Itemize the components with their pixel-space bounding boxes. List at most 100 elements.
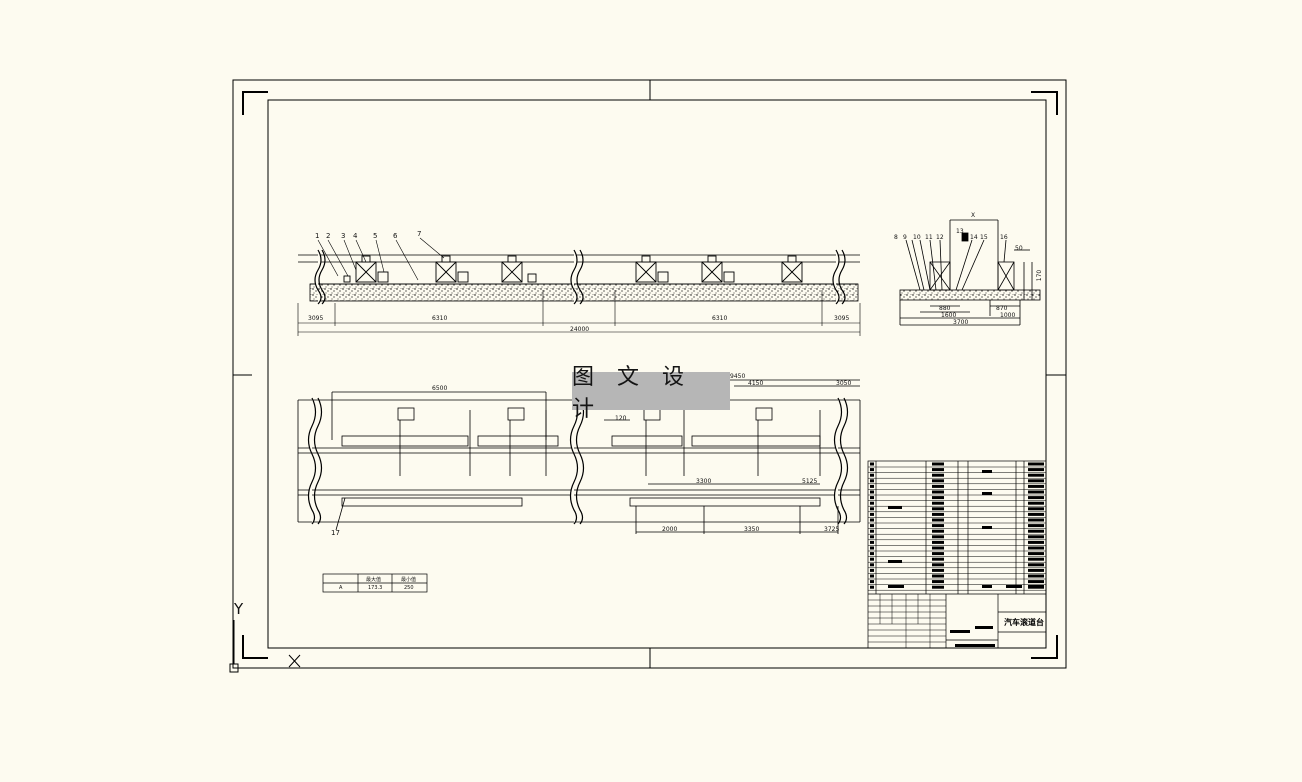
title-block-cell-mark [1028, 501, 1044, 505]
drawing-name: 汽车滚道台 [1004, 618, 1044, 627]
title-block-cell-mark [870, 540, 874, 544]
section-dim-x: X [971, 212, 976, 219]
title-block-cell-mark [932, 574, 944, 578]
title-block-cell-mark [932, 580, 944, 584]
title-block-cell-mark [932, 535, 944, 539]
section-dim-170: 170 [1036, 269, 1044, 282]
title-block-cell-mark [870, 557, 874, 561]
ucs-y-label: Y [234, 600, 244, 618]
title-block-cell-mark [1028, 512, 1044, 516]
title-block-cell-mark [870, 490, 874, 494]
title-block-cell-mark [870, 507, 874, 511]
title-block-cell-mark [1028, 546, 1044, 550]
title-block-cell-mark [932, 557, 944, 561]
title-block-cell-mark [932, 496, 944, 500]
title-block-cell-mark [870, 512, 874, 516]
title-block-cell-mark [870, 529, 874, 533]
small-table-header-min: 最小值 [401, 577, 417, 583]
callout-11: 11 [925, 234, 933, 241]
callout-17: 17 [331, 529, 340, 537]
title-block-cell-mark [932, 501, 944, 505]
title-block-cell-mark [870, 524, 874, 528]
plan-dim-3350: 3350 [744, 526, 760, 533]
title-block-cell-mark [932, 507, 944, 511]
callout-2: 2 [326, 232, 331, 240]
small-table-cell-a: A [339, 585, 343, 591]
plan-dim-3725: 3725 [824, 526, 840, 533]
callout-15: 15 [980, 234, 988, 241]
section-dim-3700: 3700 [953, 319, 969, 326]
title-block-cell-mark [932, 529, 944, 533]
ucs-icon [229, 620, 301, 673]
title-block-cell-mark [870, 501, 874, 505]
title-block-cell-mark [1028, 568, 1044, 572]
title-block-cell-mark [888, 506, 902, 509]
title-block-cell-mark [1006, 585, 1022, 588]
plan-dim-3050: 3050 [836, 380, 852, 387]
title-block-cell-mark [982, 492, 992, 495]
stamp-text: 图 文 设 计 [572, 365, 692, 422]
title-block-cell-mark [955, 644, 995, 647]
title-block-cell-mark [870, 473, 874, 477]
small-table-cell-min: 250 [404, 585, 414, 591]
dim-6310-left: 6310 [432, 315, 448, 322]
plan-view [297, 379, 861, 534]
title-block-marks [870, 462, 1044, 647]
title-block-cell-mark [932, 518, 944, 522]
title-block-cell-mark [870, 574, 874, 578]
title-block-cell-mark [888, 585, 904, 588]
callout-12: 12 [936, 234, 944, 241]
small-table-cell-max: 173.3 [368, 585, 383, 591]
title-block-cell-mark [932, 479, 944, 483]
title-block-cell-mark [982, 526, 992, 529]
callout-5: 5 [373, 232, 378, 240]
title-block-cell-mark [870, 496, 874, 500]
callout-3: 3 [341, 232, 346, 240]
plan-dim-2000: 2000 [662, 526, 678, 533]
title-block-cell-mark [932, 546, 944, 550]
callout-9: 9 [903, 234, 907, 241]
title-block-cell-mark [932, 490, 944, 494]
title-block-cell-mark [1028, 518, 1044, 522]
title-block-cell-mark [870, 580, 874, 584]
title-block-cell-mark [1028, 490, 1044, 494]
title-block-cell-mark [932, 585, 944, 589]
callout-10: 10 [913, 234, 921, 241]
title-block-cell-mark [1028, 462, 1044, 466]
callout-14: 14 [970, 234, 978, 241]
section-dim-1000: 1000 [1000, 312, 1016, 319]
title-block-cell-mark [1028, 552, 1044, 556]
title-block-cell-mark [870, 518, 874, 522]
title-block-cell-mark [1028, 540, 1044, 544]
section-dim-870: 870 [996, 305, 1008, 312]
title-block-cell-mark [1028, 479, 1044, 483]
callout-13: 13 [956, 228, 964, 235]
title-block-cell-mark [950, 630, 970, 633]
title-block-cell-mark [870, 552, 874, 556]
plan-dim-6500: 6500 [432, 385, 448, 392]
section-view [899, 219, 1041, 326]
callout-1: 1 [315, 232, 320, 240]
title-block-cell-mark [1028, 535, 1044, 539]
elevation-rollers [343, 255, 803, 283]
title-block-cell-mark [975, 626, 993, 629]
section-dim-880: 880 [939, 305, 951, 312]
dim-6310-right: 6310 [712, 315, 728, 322]
title-block-cell-mark [870, 546, 874, 550]
title-block-cell-mark [982, 470, 992, 473]
small-table-header-max: 最大值 [366, 577, 382, 583]
title-block-cell-mark [932, 524, 944, 528]
title-block-cell-mark [1028, 496, 1044, 500]
small-table [322, 573, 428, 593]
callout-16: 16 [1000, 234, 1008, 241]
title-block-cell-mark [932, 484, 944, 488]
dim-3095-left: 3095 [308, 315, 324, 322]
plan-dim-4150: 4150 [748, 380, 764, 387]
title-block-cell-mark [870, 568, 874, 572]
title-block-cell-mark [1028, 524, 1044, 528]
title-block-cell-mark [870, 484, 874, 488]
plan-dim-3300: 3300 [696, 478, 712, 485]
section-dim-50: 50 [1015, 245, 1023, 252]
title-block-cell-mark [1028, 484, 1044, 488]
title-block-cell-mark [932, 540, 944, 544]
